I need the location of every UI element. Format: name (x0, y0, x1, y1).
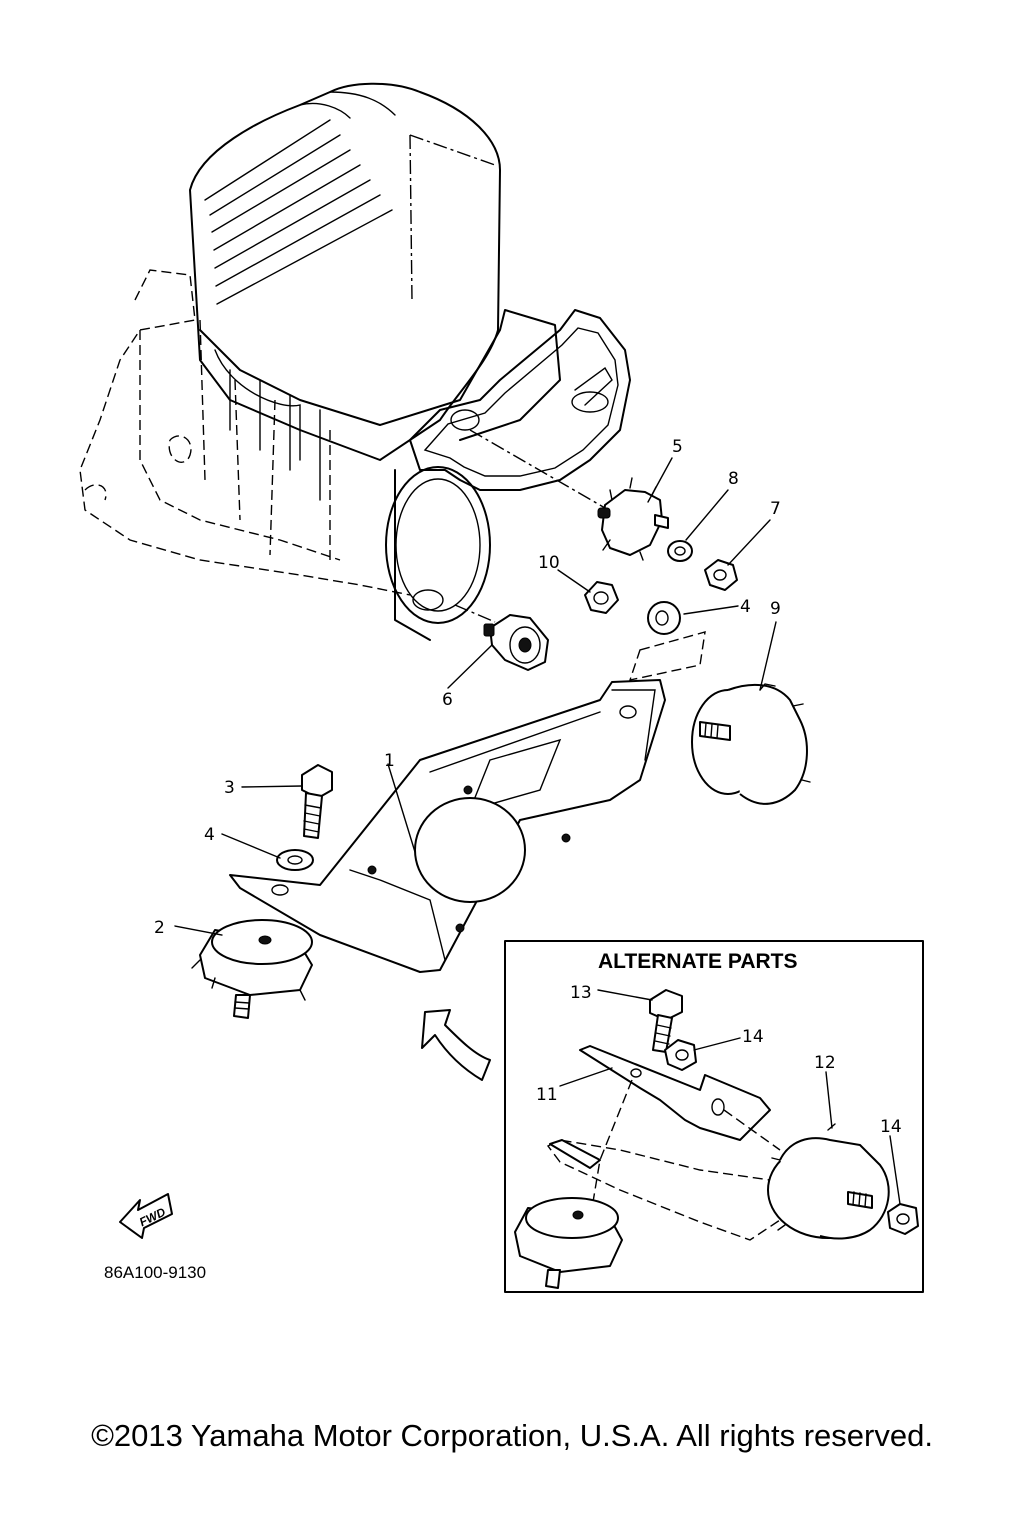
forward-direction-arrow (421, 1009, 491, 1081)
callout-2: 2 (154, 918, 165, 938)
part-6-bushing (483, 614, 549, 671)
callout-14: 14 (880, 1117, 902, 1137)
part-2-rubber-mount (191, 919, 313, 1019)
callout-8: 8 (728, 469, 739, 489)
part-4-washer-lower (276, 849, 314, 871)
part-10-nut (584, 581, 619, 614)
callout-3: 3 (224, 778, 235, 798)
callout-14: 14 (742, 1027, 764, 1047)
callout-5: 5 (672, 437, 683, 457)
callout-11: 11 (536, 1085, 558, 1105)
callout-9: 9 (770, 599, 781, 619)
alternate-parts-panel: ALTERNATE PARTS (504, 940, 924, 1293)
part-8-washer (667, 540, 693, 562)
callout-10: 10 (538, 553, 560, 573)
callout-6: 6 (442, 690, 453, 710)
callout-labels: 1 2 3 4 4 5 6 7 8 9 10 (154, 437, 781, 938)
callout-4: 4 (740, 597, 751, 617)
callout-leaders (174, 457, 777, 936)
callout-1: 1 (384, 751, 395, 771)
alternate-parts-title: ALTERNATE PARTS (598, 950, 798, 973)
part-4-washer-upper (628, 601, 706, 681)
part-7-nut (704, 559, 738, 591)
copyright-notice: ©2013 Yamaha Motor Corporation, U.S.A. A… (91, 1418, 933, 1453)
part-1-mount-plate (229, 679, 666, 973)
callout-13: 13 (570, 983, 592, 1003)
part-3-bolt (301, 764, 333, 839)
callout-7: 7 (770, 499, 781, 519)
part-9-rubber-mount (691, 683, 811, 805)
part-5-bracket (597, 477, 669, 561)
callout-4: 4 (204, 825, 215, 845)
fwd-badge: FWD (119, 1193, 173, 1239)
callout-12: 12 (814, 1053, 836, 1073)
engine-outline (79, 82, 631, 641)
figure-code: 86A100-9130 (104, 1263, 206, 1282)
